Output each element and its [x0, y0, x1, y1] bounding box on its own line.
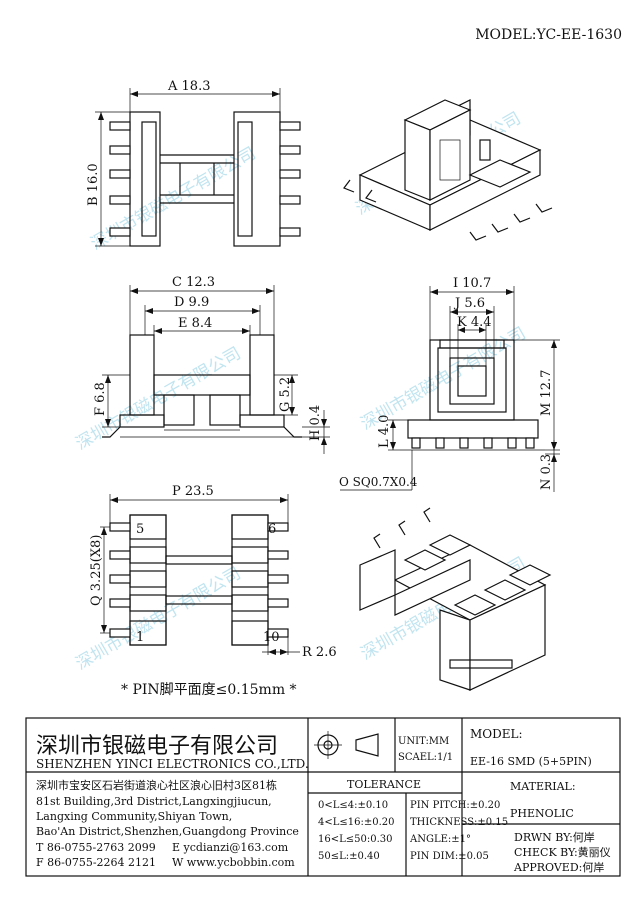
tolerance-range: 4<L≤16:±0.20 [318, 817, 395, 828]
tolerance-range: 0<L≤4:±0.10 [318, 800, 388, 811]
dimension-c-label: C 12.3 [172, 275, 215, 290]
tolerance-range: 50≤L:±0.40 [318, 851, 380, 862]
dimension-k-label: K 4.4 [457, 315, 492, 330]
dimension-o-label: O SQ0.7X0.4 [339, 475, 418, 489]
pin-number-10: 10 [263, 630, 280, 645]
address-cn: 深圳市宝安区石岩街道浪心社区浪心旧村3区81栋 [36, 778, 277, 792]
fax: F 86-0755-2264 2121 [36, 856, 156, 869]
dimension-l-label: L 4.0 [377, 415, 392, 448]
website: W www.ycbobbin.com [172, 856, 295, 869]
unit-label: UNIT:MM [398, 736, 449, 747]
dimension-m-label: M 12.7 [539, 370, 554, 416]
material-label: MATERIAL: [510, 780, 576, 793]
telephone: T 86-0755-2763 2099 [36, 841, 156, 854]
address-en-3: Bao'An District,Shenzhen,Guangdong Provi… [36, 825, 299, 838]
model-block-label: MODEL: [470, 727, 523, 741]
title-block: 深圳市银磁电子有限公司 SHENZHEN YINCI ELECTRONICS C… [25, 717, 621, 877]
projection-symbol [314, 731, 379, 759]
top-view: A 18.3 B 16.0 [86, 79, 301, 247]
company-name-cn: 深圳市银磁电子有限公司 [36, 734, 278, 759]
dimension-j-label: J 5.6 [453, 296, 485, 311]
drawn-by: DRWN BY:何岸 [514, 831, 595, 844]
address-en-2: Langxing Community,Shiyan Town, [36, 810, 232, 823]
dimension-n-label: N 0.3 [539, 454, 554, 490]
dimension-b-label: B 16.0 [86, 163, 101, 206]
dimension-h-label: H 0.4 [308, 405, 323, 441]
model-title: MODEL:YC-EE-1630 [475, 27, 622, 43]
pin-number-6: 6 [268, 522, 276, 537]
isometric-view-bottom [359, 507, 552, 691]
tolerance-spec: ANGLE:±1° [409, 834, 471, 845]
pin-number-5: 5 [136, 522, 144, 537]
tolerance-spec: PIN DIM:±0.05 [410, 851, 489, 862]
material-value: PHENOLIC [510, 807, 574, 820]
dimension-d-label: D 9.9 [174, 295, 209, 310]
company-name-en: SHENZHEN YINCI ELECTRONICS CO.,LTD. [36, 757, 309, 771]
isometric-view-top [343, 99, 553, 241]
dimension-r-label: R 2.6 [302, 645, 337, 660]
address-en-1: 81st Building,3rd District,Langxingjiucu… [36, 795, 272, 808]
dimension-g-label: G 5.2 [278, 377, 293, 412]
dimension-i-label: I 10.7 [453, 276, 491, 291]
pin-number-1: 1 [136, 630, 144, 645]
tolerance-range: 16<L≤50:0.30 [318, 834, 392, 845]
tolerance-spec: PIN PITCH:±0.20 [410, 800, 500, 811]
dimension-p-label: P 23.5 [172, 484, 214, 499]
pin-flatness-note: * PIN脚平面度≤0.15mm * [121, 682, 297, 698]
email: E ycdianzi@163.com [172, 841, 289, 854]
front-view: I 10.7 J 5.6 K 4.4 M 12.7 L 4.0 N 0 [339, 276, 560, 492]
side-view: C 12.3 D 9.9 E 8.4 F 6.8 G 5.2 [93, 275, 330, 454]
approved-by: APPROVED:何岸 [513, 861, 604, 874]
model-block-value: EE-16 SMD (5+5PIN) [470, 755, 592, 768]
dimension-e-label: E 8.4 [178, 316, 212, 331]
tolerance-title: TOLERANCE [347, 778, 421, 791]
scale-label: SCAEL:1/1 [398, 752, 453, 763]
check-by: CHECK BY:黄丽仪 [514, 845, 611, 859]
dimension-a-label: A 18.3 [167, 79, 210, 94]
dimension-q-label: Q 3.25(X8) [89, 535, 104, 606]
dimension-f-label: F 6.8 [93, 382, 108, 416]
tolerance-spec: THICKNESS:±0.15 [410, 817, 508, 828]
bottom-view: 5 6 1 10 P 23.5 Q 3.25(X8) R 2.6 [89, 484, 337, 660]
